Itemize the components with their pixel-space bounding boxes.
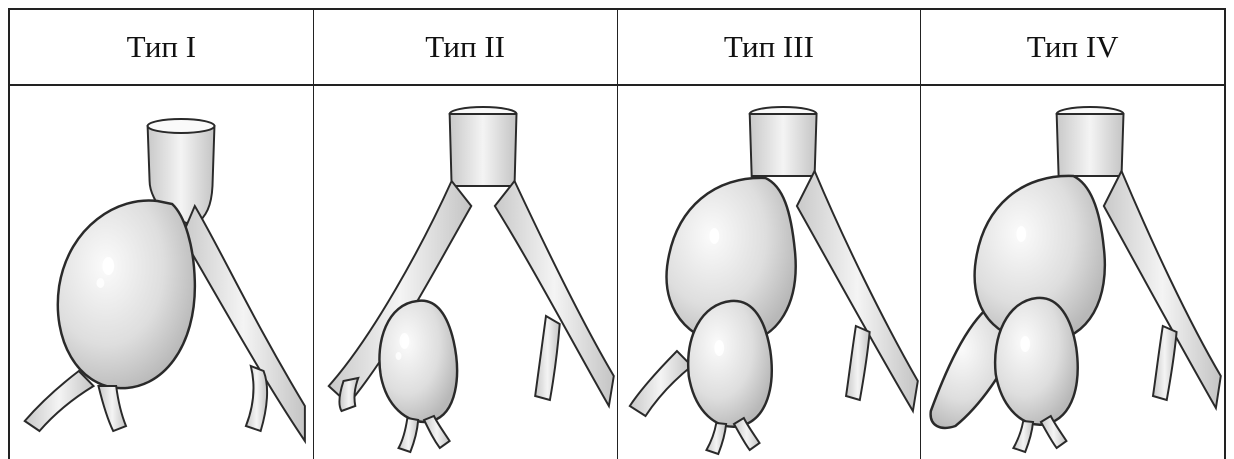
- header-type-2: Тип II: [314, 10, 618, 84]
- panel-type-4: [921, 86, 1226, 459]
- aneurysm-type-4-illustration: [921, 86, 1224, 459]
- panel-type-2: [314, 86, 618, 459]
- aneurysm-type-2-illustration: [314, 86, 617, 459]
- header-type-4: Тип IV: [921, 10, 1226, 84]
- aneurysm-type-1-illustration: [10, 86, 313, 459]
- header-type-3: Тип III: [618, 10, 922, 84]
- panel-type-3: [618, 86, 922, 459]
- table-body-row: [8, 86, 1226, 459]
- header-type-1: Тип I: [8, 10, 314, 84]
- aneurysm-type-3-illustration: [618, 86, 921, 459]
- table-header-row: Тип I Тип II Тип III Тип IV: [8, 8, 1226, 86]
- panel-type-1: [8, 86, 314, 459]
